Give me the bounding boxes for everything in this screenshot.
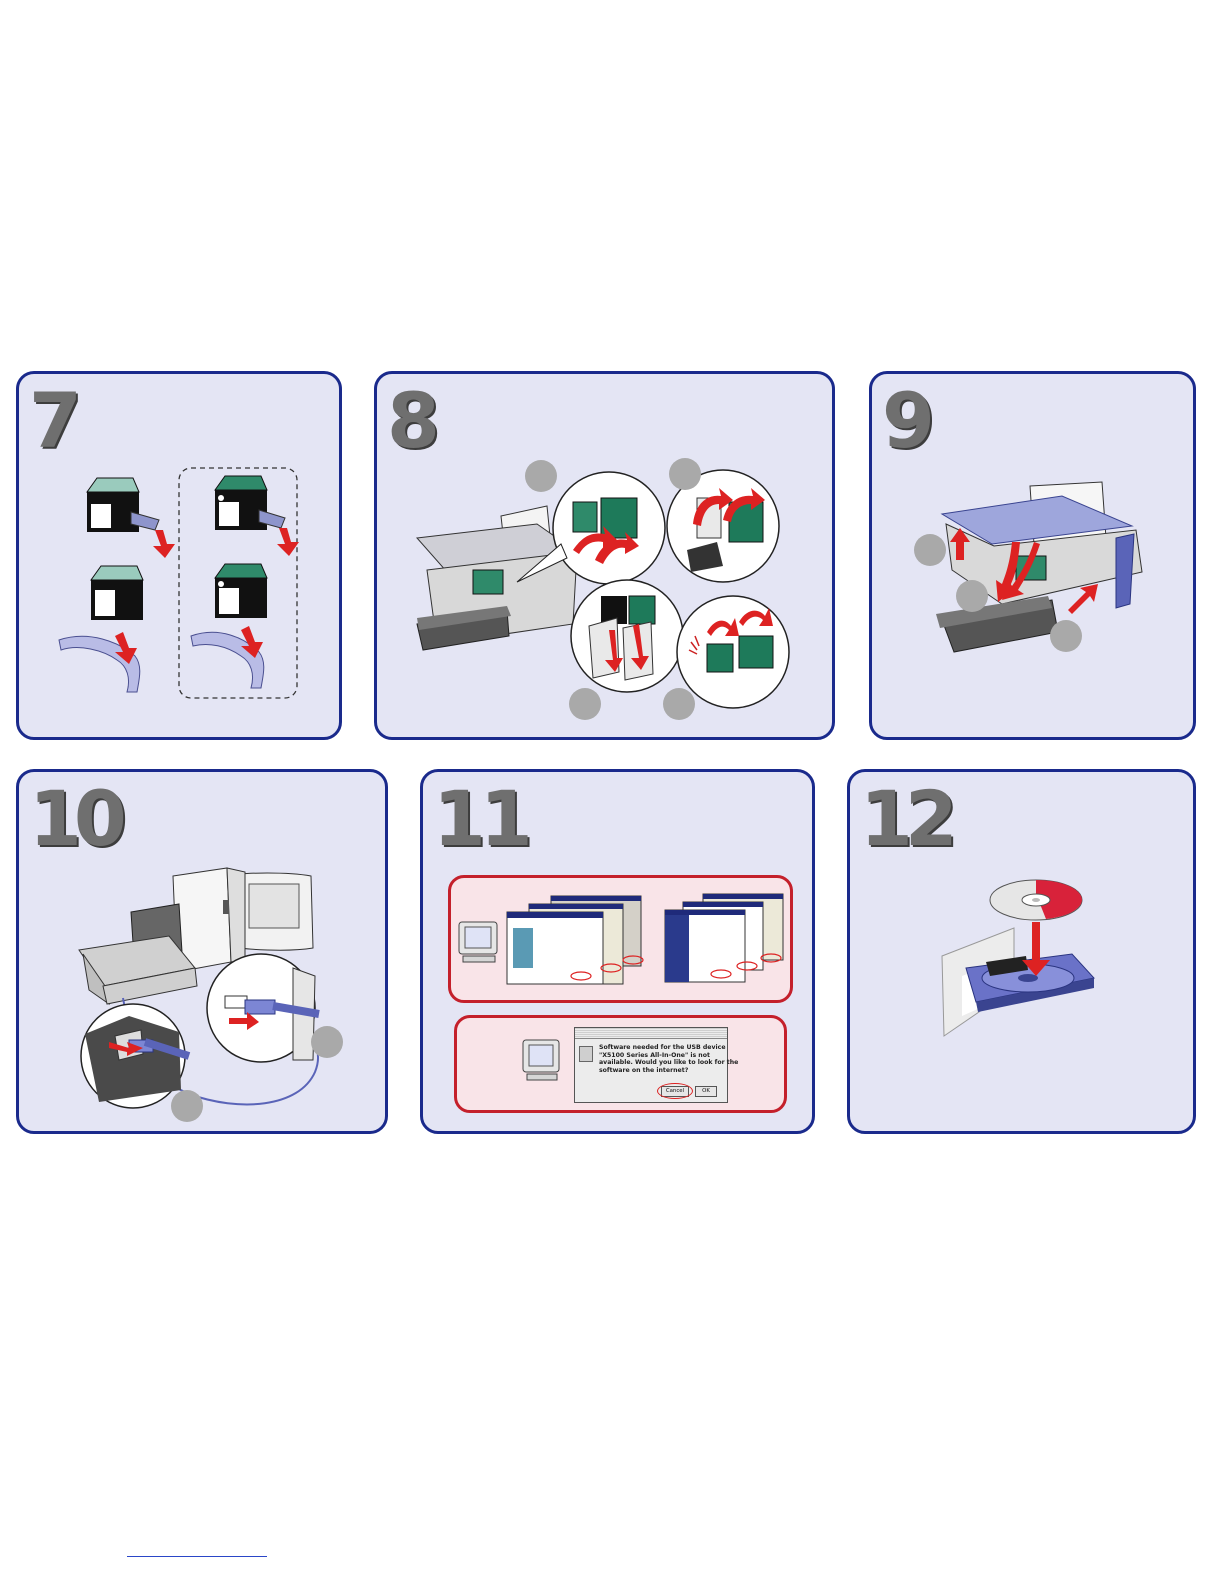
- ink-cartridge-icon: [87, 478, 175, 558]
- step-8-panel: 8: [374, 371, 835, 740]
- callout-circle: [914, 534, 946, 566]
- dialog-title-bar: [575, 1028, 727, 1039]
- step-12-panel: 12: [847, 769, 1196, 1134]
- windows-dialog: Software needed for the USB device "X510…: [574, 1027, 728, 1103]
- info-icon: [579, 1046, 593, 1062]
- cartridge-install-illustration: [377, 374, 835, 740]
- dialog-message: Software needed for the USB device "X510…: [599, 1044, 739, 1074]
- step-7-panel: 7: [16, 371, 342, 740]
- usb-connect-illustration: [19, 772, 388, 1134]
- callout-circle: [1050, 620, 1082, 652]
- ink-cartridge-icon: [215, 476, 299, 556]
- ok-button[interactable]: OK: [695, 1086, 717, 1097]
- ink-cartridge-icon: [59, 566, 143, 692]
- cancel-highlight-circle: [657, 1083, 693, 1099]
- step-9-panel: 9: [869, 371, 1196, 740]
- cd-icon: [990, 880, 1082, 920]
- found-new-hardware-wizard-screens: [451, 878, 796, 1006]
- callout-circle: [569, 688, 601, 720]
- printer-icon: [936, 482, 1142, 652]
- insert-cd-illustration: [850, 772, 1196, 1134]
- callout-circle: [956, 580, 988, 612]
- footer-rule: [127, 1556, 267, 1557]
- callout-circle: [311, 1026, 343, 1058]
- usb-software-dialog-box: Software needed for the USB device "X510…: [454, 1015, 787, 1113]
- callout-circle: [171, 1090, 203, 1122]
- cartridge-removal-illustration: [19, 374, 342, 740]
- callout-circle: [663, 688, 695, 720]
- ink-cartridge-icon: [191, 564, 267, 688]
- cd-drive-icon: [942, 928, 1094, 1036]
- close-scanner-illustration: [872, 374, 1196, 740]
- step-11-panel: 11: [420, 769, 815, 1134]
- step-10-panel: 10: [16, 769, 388, 1134]
- wizard-screens-box: [448, 875, 793, 1003]
- callout-circle: [525, 460, 557, 492]
- computer-icon: [519, 1036, 579, 1096]
- printer-icon: [79, 904, 197, 1004]
- computer-icon: [459, 922, 497, 962]
- callout-circle: [669, 458, 701, 490]
- step-number: 11: [433, 774, 527, 863]
